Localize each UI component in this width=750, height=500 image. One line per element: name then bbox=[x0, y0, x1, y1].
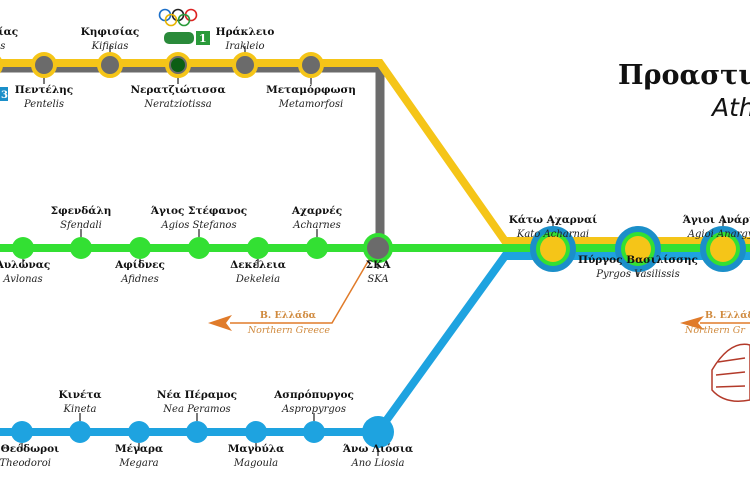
station-marker[interactable] bbox=[232, 52, 258, 78]
station-name-greek: οι Θεόδωροι bbox=[0, 443, 59, 455]
station-marker[interactable] bbox=[303, 421, 325, 443]
station-name-greek: Μέγαρα bbox=[115, 443, 163, 455]
station-marker[interactable] bbox=[97, 52, 123, 78]
station-name-greek: Μαγούλα bbox=[228, 443, 284, 455]
station-name-latin: SKA bbox=[367, 274, 388, 285]
station-marker[interactable] bbox=[247, 237, 269, 259]
station-marker[interactable] bbox=[11, 421, 33, 443]
station-marker-inner bbox=[171, 58, 185, 72]
arrow-icon bbox=[680, 316, 704, 330]
station-name-greek: Νερατζιώτισσα bbox=[130, 84, 225, 96]
station-name-latin: Kifisias bbox=[91, 41, 129, 52]
station-marker[interactable] bbox=[188, 237, 210, 259]
station-name-latin: Neratziotissa bbox=[143, 99, 211, 110]
station-marker[interactable] bbox=[70, 237, 92, 259]
station-name-greek: Πεντέλης bbox=[15, 84, 73, 96]
direction-label: Β. Ελλάδ bbox=[705, 310, 750, 321]
train-logo-icon bbox=[711, 343, 750, 402]
station-marker-inner bbox=[625, 236, 651, 262]
station-name-latin: Kineta bbox=[62, 404, 96, 415]
station-marker[interactable] bbox=[298, 52, 324, 78]
station-name-greek: Ασπρόπυργος bbox=[273, 389, 354, 401]
station-name-latin: Agioi Anargyr bbox=[687, 229, 750, 240]
station-name-greek: Κηφισίας bbox=[81, 25, 140, 38]
line-3-label: 3 bbox=[1, 90, 8, 101]
station-name-latin: Ano Liosia bbox=[350, 458, 404, 469]
map-title: Προαστια bbox=[618, 60, 750, 91]
station-name-latin: Pentelis bbox=[23, 99, 64, 110]
station-name-greek: Αχαρνές bbox=[291, 205, 342, 217]
station-name-greek: Πύργος Βασιλίσσης bbox=[578, 253, 698, 266]
line-1-badge bbox=[196, 31, 210, 45]
station-name-latin: Nea Peramos bbox=[162, 404, 230, 415]
station-marker[interactable] bbox=[31, 52, 57, 78]
station-name-latin: Metamorfosi bbox=[278, 99, 343, 110]
station-name-latin: Agios Stefanos bbox=[160, 220, 236, 231]
station-marker[interactable] bbox=[186, 421, 208, 443]
arrow-icon bbox=[208, 315, 232, 331]
station-marker[interactable] bbox=[69, 421, 91, 443]
station-name-greek: Ηράκλειο bbox=[216, 26, 275, 38]
station-name-latin: Dekeleia bbox=[235, 274, 280, 285]
direction-label-en: Northern Gr bbox=[684, 325, 746, 336]
station-name-latin: Kato Acharnai bbox=[516, 229, 589, 240]
direction-label: Β. Ελλάδα bbox=[260, 310, 317, 321]
station-marker[interactable] bbox=[245, 421, 267, 443]
direction-label-en: Northern Greece bbox=[247, 325, 331, 336]
station-name-latin: entias bbox=[0, 41, 5, 52]
station-name-greek: Μεταμόρφωση bbox=[266, 84, 356, 96]
station-marker[interactable] bbox=[306, 237, 328, 259]
station-marker[interactable] bbox=[362, 416, 394, 448]
station-name-latin: Acharnes bbox=[292, 220, 341, 231]
station-name-latin: Sfendali bbox=[60, 220, 102, 231]
station-name-greek: Άγιοι Ανάργυ bbox=[682, 214, 750, 226]
station-name-greek: Κάτω Αχαρναί bbox=[509, 213, 598, 226]
station-name-greek: Δεκέλεια bbox=[230, 259, 286, 271]
station-name-latin: Avlonas bbox=[2, 274, 42, 285]
northern-greece-branch-1 bbox=[230, 257, 371, 324]
station-marker-inner bbox=[710, 236, 736, 262]
station-name-latin: Pyrgos Vasilissis bbox=[595, 269, 679, 280]
station-name-latin: Irakleio bbox=[224, 41, 264, 52]
line-1-label: 1 bbox=[199, 32, 207, 45]
station-name-greek: Αφίδνες bbox=[114, 258, 165, 271]
station-name-greek: ΣΚΑ bbox=[366, 259, 392, 271]
station-name-greek: Κινέτα bbox=[58, 389, 101, 401]
station-marker[interactable] bbox=[12, 237, 34, 259]
station-name-latin: Magoula bbox=[233, 458, 278, 469]
station-name-latin: Aspropyrgos bbox=[281, 404, 346, 415]
map-subtitle: Ath bbox=[710, 93, 750, 122]
station-marker[interactable] bbox=[128, 421, 150, 443]
station-name-latin: Megara bbox=[118, 458, 158, 469]
station-name-greek: ακεντίας bbox=[0, 25, 18, 38]
station-name-latin: Afidnes bbox=[120, 274, 159, 285]
station-name-greek: Σφενδάλη bbox=[51, 205, 112, 217]
station-marker-inner bbox=[540, 236, 566, 262]
station-name-greek: Άγιος Στέφανος bbox=[150, 205, 247, 217]
station-name-greek: Αυλώνας bbox=[0, 259, 50, 271]
station-marker[interactable] bbox=[363, 233, 393, 263]
line-3-badge bbox=[0, 87, 8, 101]
station-marker[interactable] bbox=[129, 237, 151, 259]
isap-logo-icon bbox=[164, 32, 194, 44]
station-name-latin: i Theodoroi bbox=[0, 458, 51, 469]
station-name-greek: Νέα Πέραμος bbox=[157, 389, 237, 401]
olympic-rings-icon bbox=[158, 8, 198, 27]
station-marker[interactable] bbox=[0, 54, 3, 76]
station-name-greek: Άνω Λιόσια bbox=[342, 443, 413, 455]
